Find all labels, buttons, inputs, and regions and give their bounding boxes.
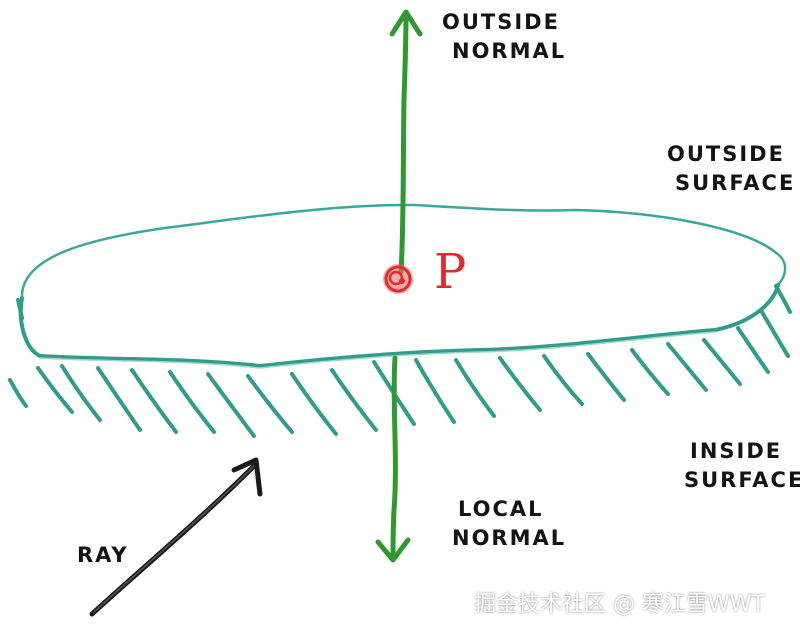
point-p-dot (383, 264, 413, 294)
point-p-label: P (434, 244, 467, 300)
local-normal-line-2: NORMAL (452, 526, 567, 550)
watermark-text: 掘金技术社区 @ 寒江雪WWT (474, 592, 765, 617)
outside-surface-line-2: SURFACE (675, 171, 796, 195)
local-normal-label: LOCAL NORMAL (452, 495, 566, 553)
surface-top-edge (20, 203, 787, 300)
local-normal-arrow (375, 355, 411, 563)
outside-normal-line-1: OUTSIDE (442, 10, 560, 34)
ray-arrow (89, 457, 263, 617)
arrowhead-ray-icon (231, 457, 263, 497)
arrowhead-up-icon (389, 9, 423, 37)
outside-normal-line-2: NORMAL (452, 39, 567, 63)
outside-normal-label: OUTSIDE NORMAL (442, 8, 566, 66)
outside-surface-label: OUTSIDE SURFACE (667, 140, 795, 198)
inside-surface-line-1: INSIDE (690, 439, 783, 463)
inside-surface-label: INSIDE SURFACE (684, 437, 800, 495)
outside-surface-line-1: OUTSIDE (667, 142, 785, 166)
local-normal-line-1: LOCAL (458, 497, 544, 521)
ray-label: RAY (77, 543, 129, 567)
surface-bottom-edge-highlight (39, 331, 716, 369)
inside-surface-line-2: SURFACE (684, 468, 800, 492)
arrowhead-down-icon (375, 537, 411, 563)
surface-bottom-edge (18, 283, 780, 369)
outside-normal-arrow (389, 9, 423, 275)
